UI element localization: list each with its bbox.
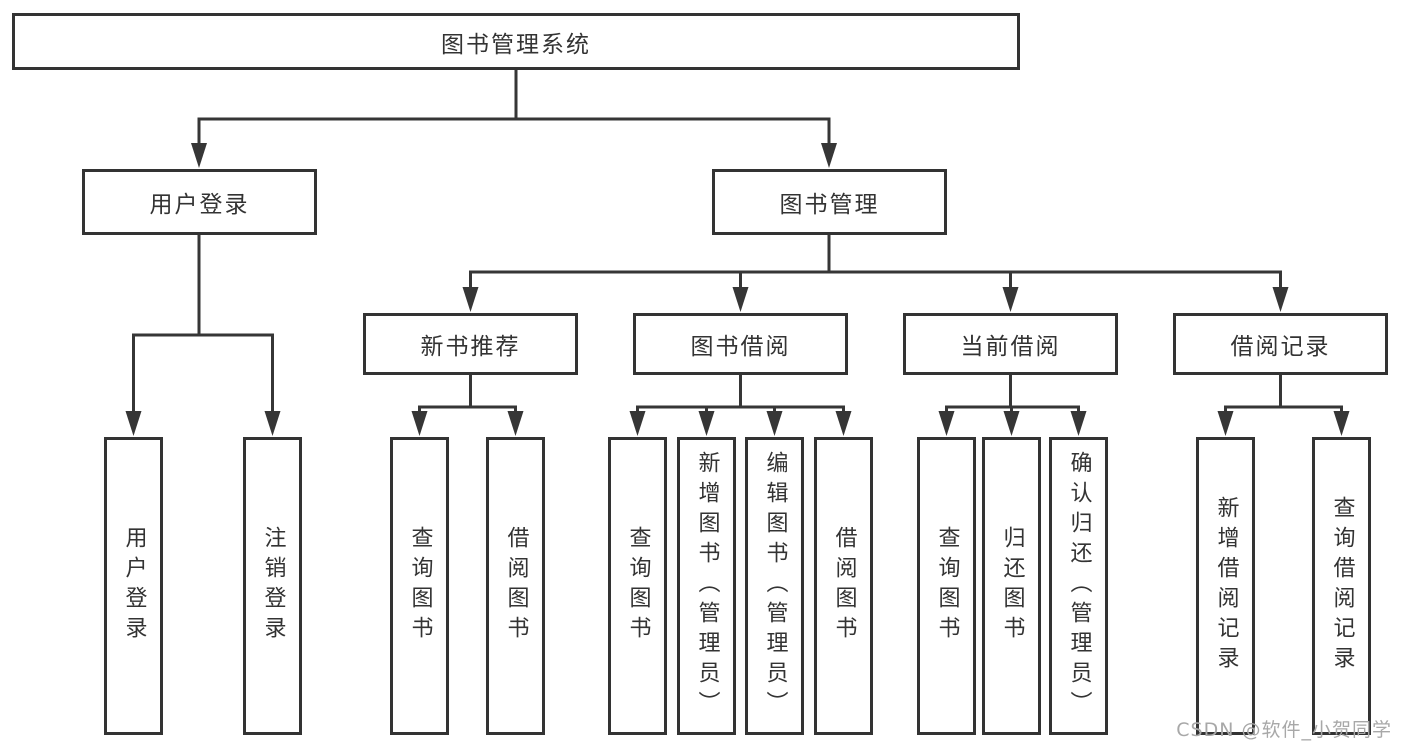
node-book-management: 图书管理 xyxy=(712,169,947,235)
node-current-borrowing: 当前借阅 xyxy=(903,313,1118,375)
node-root-system-label: 图书管理系统 xyxy=(441,31,591,58)
node-book-borrowing: 图书借阅 xyxy=(633,313,848,375)
leaf-user-login-label: 用户登录 xyxy=(121,526,147,646)
node-user-login-label: 用户登录 xyxy=(149,192,250,218)
node-root-system: 图书管理系统 xyxy=(12,13,1020,70)
leaf-query-book-borrowing: 查询图书 xyxy=(608,437,667,735)
leaf-query-book-current-label: 查询图书 xyxy=(934,526,960,646)
node-borrow-records-label: 借阅记录 xyxy=(1230,334,1331,360)
leaf-logout-label: 注销登录 xyxy=(260,526,286,646)
leaf-query-book-current: 查询图书 xyxy=(917,437,976,735)
leaf-borrow-book-recommend-label: 借阅图书 xyxy=(503,526,529,646)
leaf-borrow-book: 借阅图书 xyxy=(814,437,873,735)
node-new-book-recommend-label: 新书推荐 xyxy=(420,334,521,360)
leaf-query-book-recommend-label: 查询图书 xyxy=(407,526,433,646)
leaf-query-borrow-record: 查询借阅记录 xyxy=(1312,437,1371,735)
leaf-add-book-admin: 新增图书（管理员） xyxy=(677,437,736,735)
leaf-confirm-return-admin-label: 确认归还（管理员） xyxy=(1066,451,1092,721)
node-borrow-records: 借阅记录 xyxy=(1173,313,1388,375)
csdn-watermark: CSDN @软件_小贺同学 xyxy=(1176,719,1392,741)
leaf-edit-book-admin-label: 编辑图书（管理员） xyxy=(762,451,788,721)
leaf-return-book-label: 归还图书 xyxy=(999,526,1025,646)
leaf-add-book-admin-label: 新增图书（管理员） xyxy=(694,451,720,721)
leaf-borrow-book-label: 借阅图书 xyxy=(831,526,857,646)
node-new-book-recommend: 新书推荐 xyxy=(363,313,578,375)
node-user-login: 用户登录 xyxy=(82,169,317,235)
leaf-query-book-borrowing-label: 查询图书 xyxy=(625,526,651,646)
node-current-borrowing-label: 当前借阅 xyxy=(960,334,1061,360)
leaf-edit-book-admin: 编辑图书（管理员） xyxy=(745,437,804,735)
leaf-add-borrow-record-label: 新增借阅记录 xyxy=(1213,496,1239,676)
leaf-add-borrow-record: 新增借阅记录 xyxy=(1196,437,1255,735)
leaf-confirm-return-admin: 确认归还（管理员） xyxy=(1049,437,1108,735)
leaf-return-book: 归还图书 xyxy=(982,437,1041,735)
leaf-query-book-recommend: 查询图书 xyxy=(390,437,449,735)
leaf-borrow-book-recommend: 借阅图书 xyxy=(486,437,545,735)
leaf-logout: 注销登录 xyxy=(243,437,302,735)
leaf-user-login: 用户登录 xyxy=(104,437,163,735)
leaf-query-borrow-record-label: 查询借阅记录 xyxy=(1329,496,1355,676)
node-book-borrowing-label: 图书借阅 xyxy=(690,334,791,360)
node-book-management-label: 图书管理 xyxy=(779,192,880,218)
